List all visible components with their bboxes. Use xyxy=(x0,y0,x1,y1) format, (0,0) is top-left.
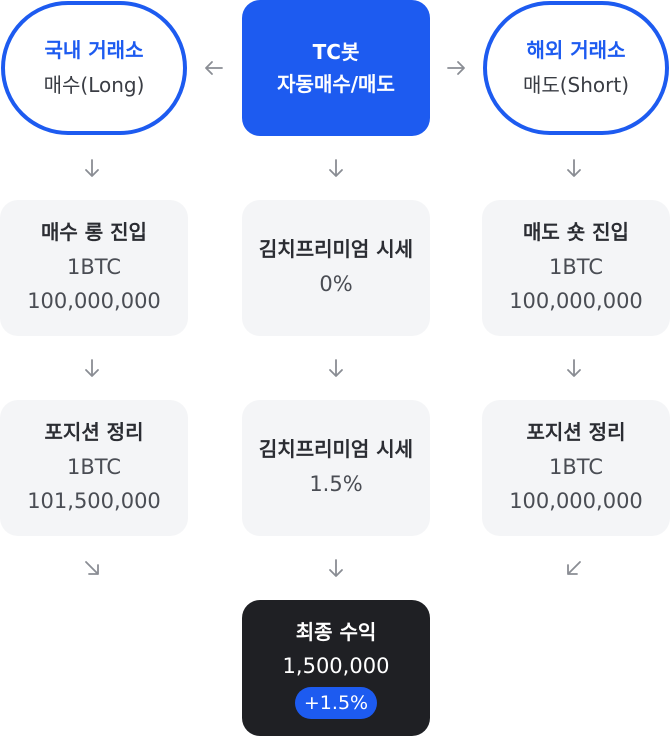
arrow-down-icon xyxy=(562,356,586,380)
premium-initial-card: 김치프리미엄 시세 0% xyxy=(242,200,430,336)
short-close-card: 포지션 정리 1BTC 100,000,000 xyxy=(482,400,670,536)
domestic-exchange-subtitle: 매수(Long) xyxy=(43,73,145,97)
long-entry-amount: 1BTC xyxy=(66,255,122,279)
long-close-card: 포지션 정리 1BTC 101,500,000 xyxy=(0,400,188,536)
overseas-exchange-title: 해외 거래소 xyxy=(526,38,626,62)
long-close-amount: 1BTC xyxy=(66,455,122,479)
arrow-left-icon xyxy=(202,56,226,80)
tc-bot-node: TC봇 자동매수/매도 xyxy=(242,0,430,136)
profit-percent-badge: +1.5% xyxy=(294,687,378,719)
arrow-down-icon xyxy=(324,356,348,380)
short-entry-amount: 1BTC xyxy=(548,255,604,279)
premium-initial-value: 0% xyxy=(319,272,353,296)
short-close-title: 포지션 정리 xyxy=(526,420,626,444)
arrow-down-left-icon xyxy=(562,556,586,580)
overseas-exchange-subtitle: 매도(Short) xyxy=(522,73,630,97)
tc-bot-subtitle: 자동매수/매도 xyxy=(277,72,395,96)
final-profit-amount: 1,500,000 xyxy=(282,654,390,678)
tc-bot-title: TC봇 xyxy=(312,40,360,64)
arrow-down-right-icon xyxy=(80,556,104,580)
domestic-exchange-node: 국내 거래소 매수(Long) xyxy=(1,1,187,135)
overseas-exchange-node: 해외 거래소 매도(Short) xyxy=(483,1,669,135)
premium-later-title: 김치프리미엄 시세 xyxy=(258,437,414,461)
arrow-down-icon xyxy=(80,156,104,180)
arrow-down-icon xyxy=(324,556,348,580)
long-entry-title: 매수 롱 진입 xyxy=(41,220,147,244)
short-close-price: 100,000,000 xyxy=(509,489,643,513)
premium-initial-title: 김치프리미엄 시세 xyxy=(258,237,414,261)
short-entry-price: 100,000,000 xyxy=(509,289,643,313)
arrow-down-icon xyxy=(562,156,586,180)
long-close-title: 포지션 정리 xyxy=(44,420,144,444)
arrow-down-icon xyxy=(80,356,104,380)
domestic-exchange-title: 국내 거래소 xyxy=(44,38,144,62)
final-profit-card: 최종 수익 1,500,000 +1.5% xyxy=(242,600,430,736)
premium-later-card: 김치프리미엄 시세 1.5% xyxy=(242,400,430,536)
short-entry-card: 매도 숏 진입 1BTC 100,000,000 xyxy=(482,200,670,336)
short-close-amount: 1BTC xyxy=(548,455,604,479)
long-entry-price: 100,000,000 xyxy=(27,289,161,313)
short-entry-title: 매도 숏 진입 xyxy=(523,220,629,244)
arrow-down-icon xyxy=(324,156,348,180)
final-profit-title: 최종 수익 xyxy=(295,620,377,644)
premium-later-value: 1.5% xyxy=(309,472,363,496)
long-close-price: 101,500,000 xyxy=(27,489,161,513)
arrow-right-icon xyxy=(444,56,468,80)
long-entry-card: 매수 롱 진입 1BTC 100,000,000 xyxy=(0,200,188,336)
